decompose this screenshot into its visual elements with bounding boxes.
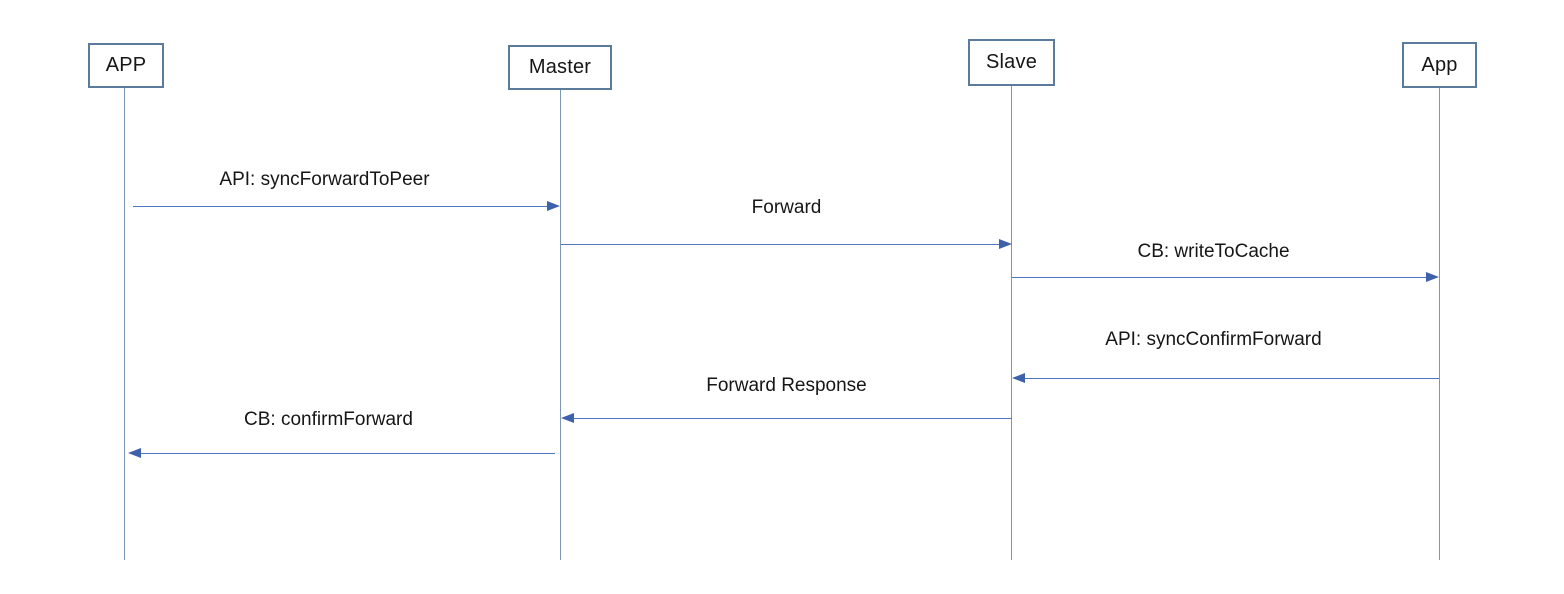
actor-label-app-right: App	[1421, 53, 1458, 76]
actor-label-master: Master	[528, 56, 592, 78]
actor-box-app-left: APP	[88, 43, 164, 88]
message-arrow-confirm-forward	[128, 447, 555, 458]
arrowhead-right-icon	[547, 200, 560, 211]
message-arrow-forward	[561, 238, 1012, 249]
actor-box-slave: Slave	[968, 39, 1055, 86]
actor-box-master: Master	[508, 45, 612, 90]
lifeline-app-left	[124, 88, 125, 560]
actor-box-app-right: App	[1402, 42, 1477, 88]
lifeline-app-right	[1439, 88, 1440, 560]
message-label-sync-forward-to-peer: API: syncForwardToPeer	[219, 169, 430, 190]
arrowhead-left-icon	[1012, 372, 1025, 383]
message-arrow-sync-forward-to-peer	[133, 200, 560, 211]
actor-label-app-left: APP	[105, 54, 147, 76]
arrowhead-right-icon	[1426, 271, 1439, 282]
message-label-forward-response: Forward Response	[706, 375, 867, 396]
message-arrow-write-to-cache	[1012, 271, 1439, 282]
arrowhead-right-icon	[999, 238, 1012, 249]
lifeline-slave	[1011, 86, 1012, 560]
message-label-confirm-forward: CB: confirmForward	[244, 409, 413, 430]
lifeline-master	[560, 90, 561, 560]
arrowhead-left-icon	[128, 447, 141, 458]
arrowhead-left-icon	[561, 412, 574, 423]
message-label-forward: Forward	[751, 197, 822, 218]
message-arrow-forward-response	[561, 412, 1012, 423]
message-label-write-to-cache: CB: writeToCache	[1137, 241, 1290, 262]
message-label-sync-confirm-forward: API: syncConfirmForward	[1105, 329, 1322, 350]
actor-label-slave: Slave	[985, 51, 1038, 73]
message-arrow-sync-confirm-forward	[1012, 372, 1439, 383]
